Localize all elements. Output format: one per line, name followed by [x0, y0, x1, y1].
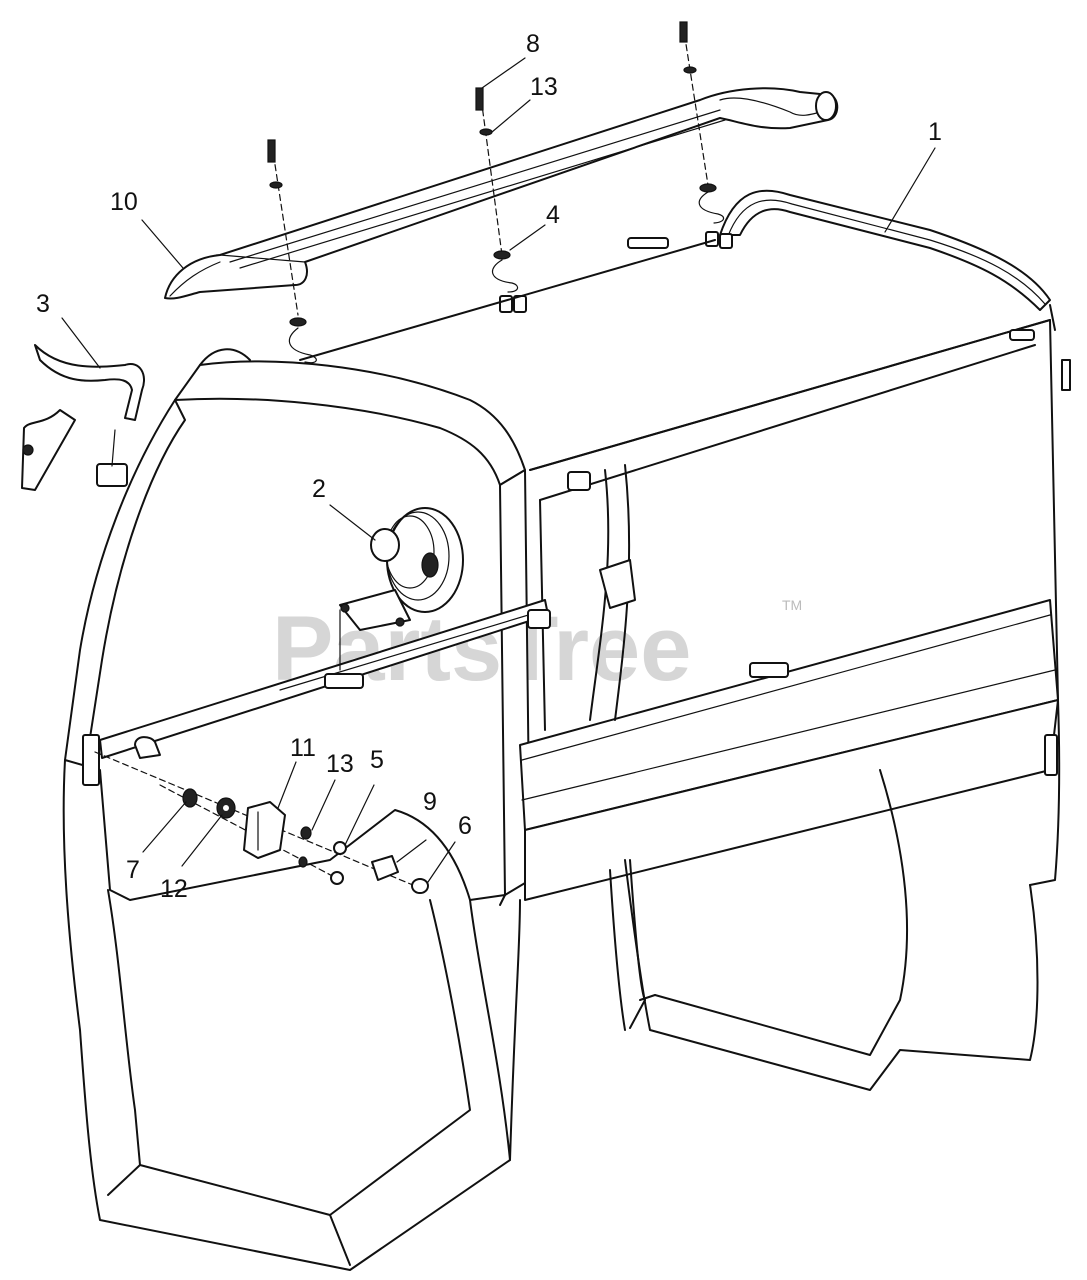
- callout-11: 11: [290, 734, 316, 762]
- callout-4: 4: [546, 201, 560, 229]
- watermark-trademark: TM: [782, 597, 802, 613]
- callout-12: 12: [160, 875, 188, 903]
- roof-fasteners: [267, 21, 725, 364]
- front-cross-bar: [82, 599, 551, 786]
- callout-1: 1: [928, 118, 942, 146]
- callout-13-bottom: 13: [326, 750, 354, 778]
- fan-assembly: [339, 507, 464, 671]
- leader-lines: [61, 57, 936, 883]
- rear-roof-bar: [499, 189, 1051, 313]
- front-cab-frame: [62, 348, 531, 1271]
- callout-8: 8: [526, 30, 540, 58]
- callout-13-top: 13: [530, 73, 558, 101]
- callout-5: 5: [370, 746, 384, 774]
- callout-2: 2: [312, 475, 326, 503]
- mirror-arm: [21, 344, 145, 491]
- hardware-group: [94, 751, 429, 894]
- callout-10: 10: [110, 188, 138, 216]
- front-roof-bar: [164, 87, 839, 300]
- rear-cab-frame: [519, 319, 1071, 1091]
- callout-6: 6: [458, 812, 472, 840]
- cab-roof: [299, 239, 1056, 471]
- callouts: 1 2 3 4 5 6 7 8 9 10 11 12 13 13: [36, 30, 942, 903]
- callout-3: 3: [36, 290, 50, 318]
- callout-7: 7: [126, 856, 140, 884]
- callout-9: 9: [423, 788, 437, 816]
